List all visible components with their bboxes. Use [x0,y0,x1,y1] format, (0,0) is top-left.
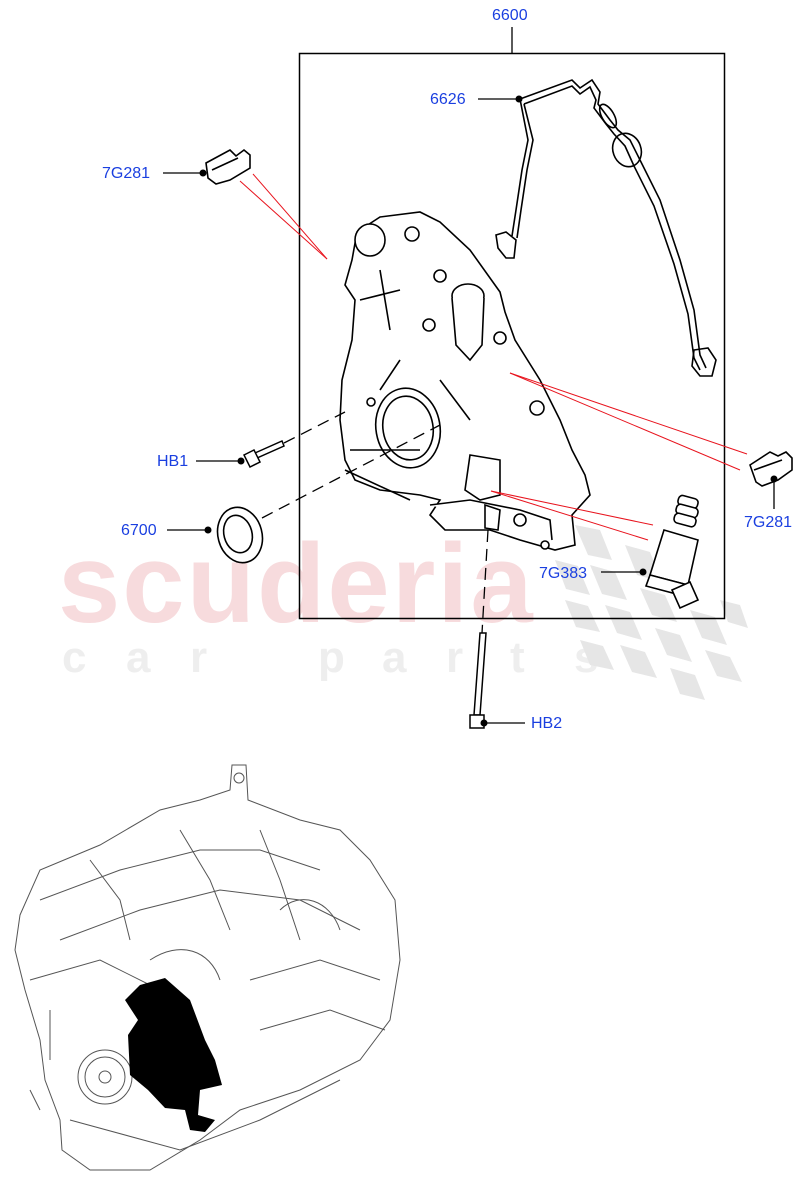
solenoid-7g383-drawing [644,494,700,610]
group-box-6600 [298,52,726,620]
leader-dot-7g281-right [770,475,778,483]
leader-dot-7g383 [639,568,647,576]
seal-6700-drawing [216,506,264,564]
callout-hb2[interactable]: HB2 [531,715,563,732]
assembly-dashed-lines [261,411,489,634]
callout-6700[interactable]: 6700 [121,522,157,539]
engine-inset-drawing [14,764,401,1171]
bolt-hb2-drawing [469,632,487,729]
leader-dot-7g281-left [199,169,207,177]
bolt-hb1-drawing [242,439,285,469]
gasket-6626-drawing [495,78,717,377]
callout-7g281-right[interactable]: 7G281 [744,514,793,531]
leader-dot-hb1 [237,457,245,465]
leader-dot-6700 [204,526,212,534]
clip-7g281-right-drawing [749,451,793,487]
checkered-flag-watermark [555,525,748,700]
callout-6626[interactable]: 6626 [430,91,466,108]
clip-7g281-left-drawing [205,148,251,185]
leader-dot-6626 [515,95,523,103]
callout-hb1[interactable]: HB1 [157,453,189,470]
callout-7g383[interactable]: 7G383 [539,565,588,582]
front-cover-drawing [339,211,591,551]
highlighted-front-cover-location [125,978,222,1132]
leader-dot-hb2 [480,719,488,727]
watermark-scuderia: scuderia [58,521,535,646]
callout-6600[interactable]: 6600 [492,7,528,24]
callout-7g281-left[interactable]: 7G281 [102,165,151,182]
red-reference-lines [239,173,748,541]
